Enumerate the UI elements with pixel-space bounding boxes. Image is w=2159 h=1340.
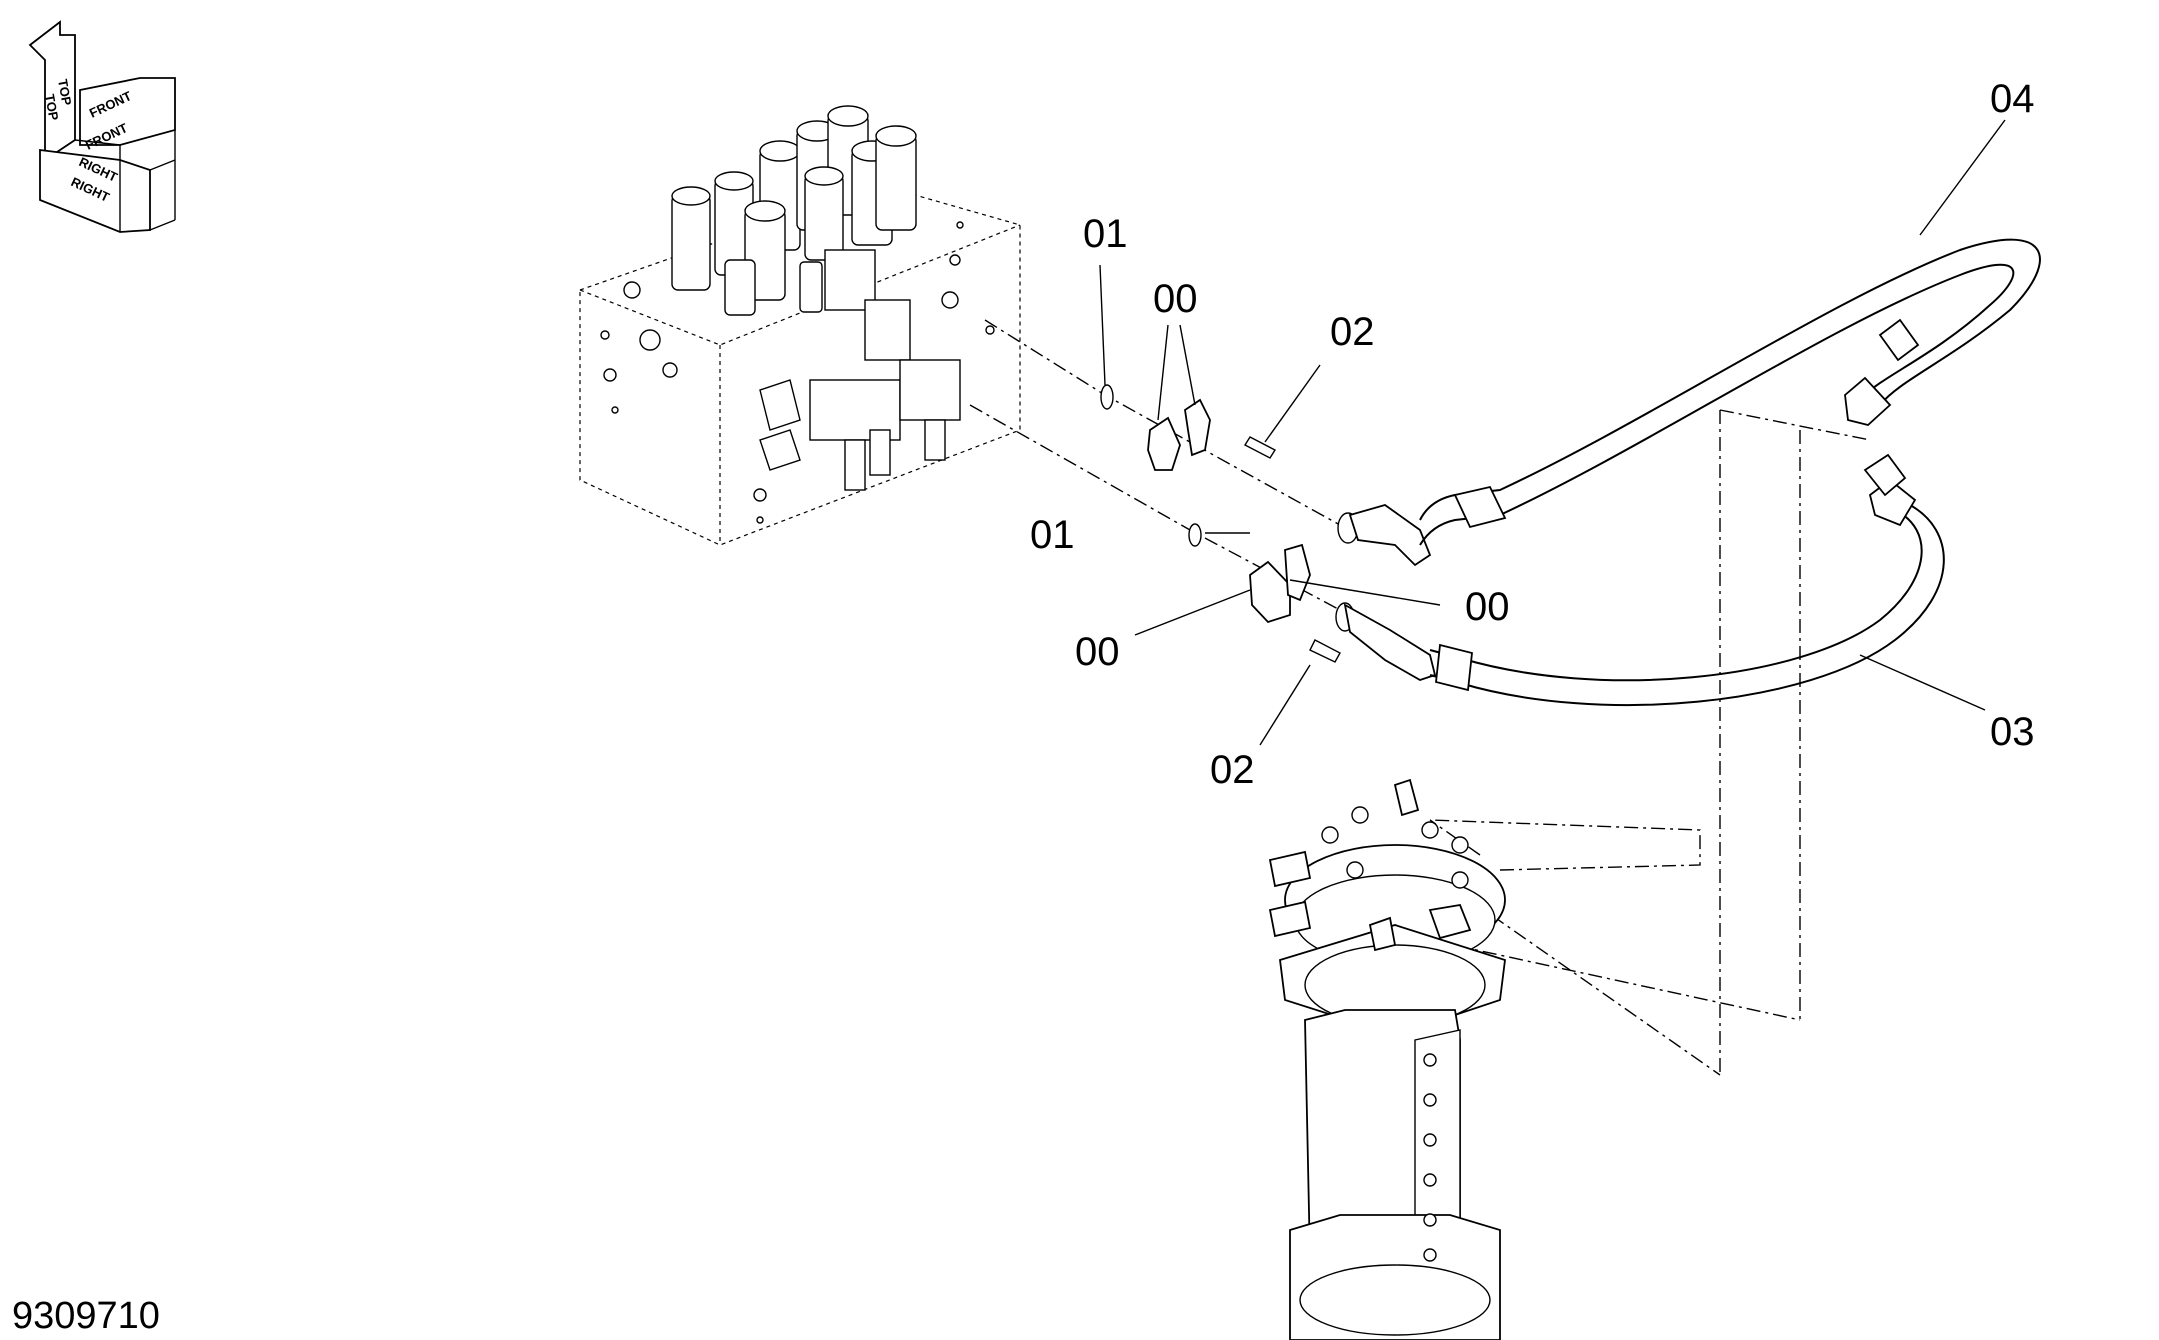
callout-00-right: 00 [1465, 585, 1510, 629]
callout-00-left: 00 [1075, 630, 1120, 674]
orientation-top-label-2: TOP [42, 93, 61, 122]
hose-03 [1429, 453, 1945, 707]
callout-03: 03 [1990, 710, 2035, 754]
callout-02-upper: 02 [1330, 310, 1375, 354]
callout-01-lower: 01 [1030, 513, 1075, 557]
callout-00-upper: 00 [1153, 277, 1198, 321]
callout-02-lower: 02 [1210, 748, 1255, 792]
callout-04: 04 [1990, 77, 2035, 121]
swivel-joint [1268, 778, 1506, 1340]
control-valve-block [579, 105, 1021, 546]
leader-lines [1099, 119, 2006, 746]
callout-01-upper: 01 [1083, 212, 1128, 256]
drawing-number: 9309710 [12, 1295, 160, 1337]
hose-04 [1419, 238, 2041, 546]
upper-fitting-group [1100, 384, 1432, 567]
orientation-indicator: TOP TOP FRONT FRONT RIGHT RIGHT [28, 20, 176, 233]
lower-fitting-group [1188, 523, 1437, 681]
orientation-top-label: TOP [55, 78, 74, 107]
